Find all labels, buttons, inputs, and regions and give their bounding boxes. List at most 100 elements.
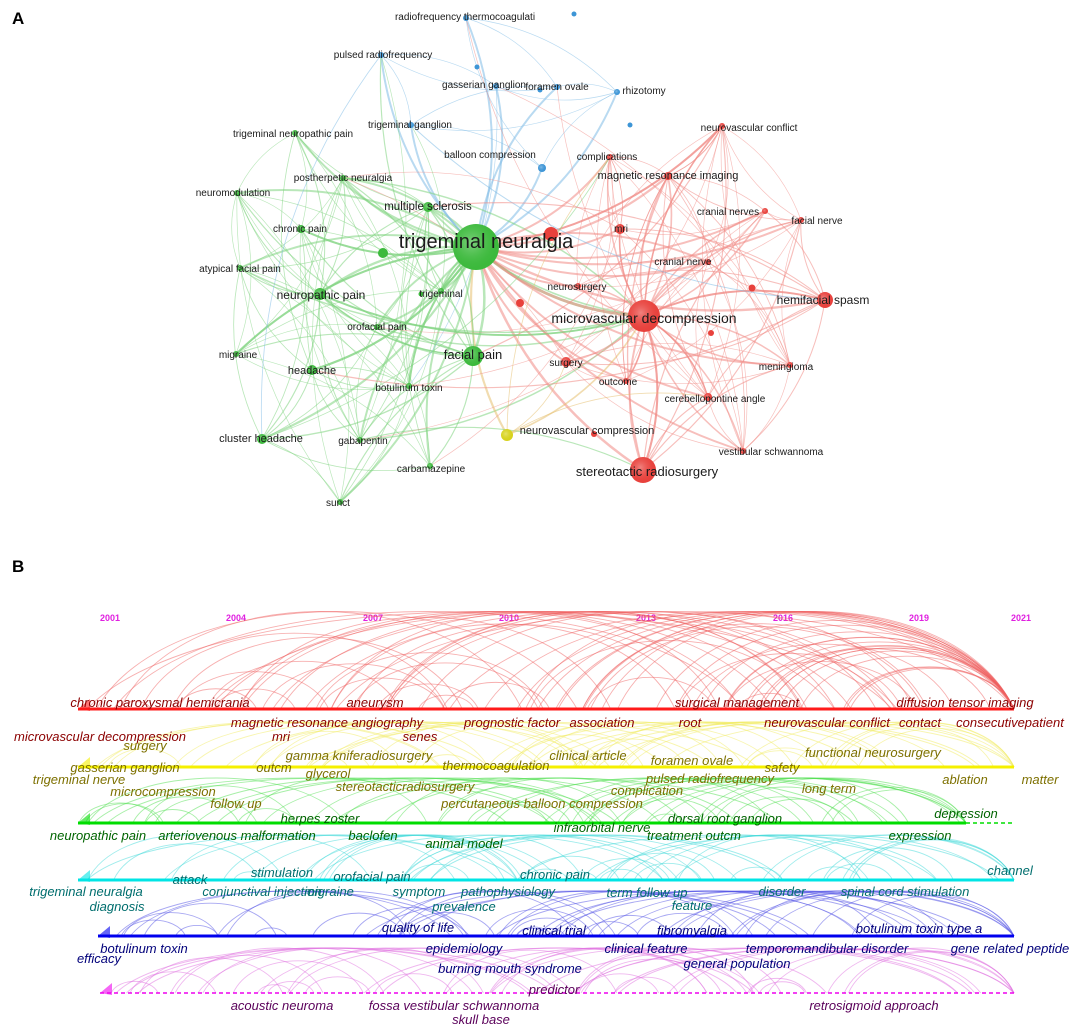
network-edge: [475, 246, 709, 398]
timeline-label-gamma-kniferadiosurgery: gamma kniferadiosurgery: [286, 748, 434, 763]
network-edge: [465, 17, 493, 248]
timeline-arc-red: [537, 611, 1015, 710]
network-edge: [380, 54, 558, 92]
timeline-arc-cyan: [608, 834, 870, 881]
node-shade-nvcf: [719, 123, 725, 129]
network-edge: [707, 261, 826, 301]
timeline-label-prognostic-factor: prognostic factor: [463, 715, 561, 730]
timeline-arc-blue: [811, 890, 1015, 937]
node-shade-sunct: [337, 499, 343, 505]
timeline-label-spinal-cord-stimulation: spinal cord stimulation: [841, 884, 970, 899]
timeline-arc-red: [236, 611, 742, 710]
timeline-label-percutaneous-balloon-compression: percutaneous balloon compression: [440, 796, 643, 811]
network-edge: [410, 124, 826, 301]
network-edge: [667, 175, 709, 263]
timeline-arc-cyan: [822, 847, 954, 881]
node-label-sunct: sunct: [326, 498, 350, 509]
timeline-arc-green: [78, 802, 161, 824]
timeline-arc-red: [417, 694, 475, 710]
timeline-label-matter: matter: [1022, 772, 1060, 787]
network-edge: [376, 206, 429, 328]
network-edge: [475, 246, 744, 452]
network-edge: [410, 91, 618, 132]
network-edge: [239, 267, 431, 467]
timeline-label-burning-mouth-syndrome: burning mouth syndrome: [438, 961, 582, 976]
network-edge: [425, 206, 442, 292]
network-edge: [410, 124, 543, 169]
timeline-arc-blue: [398, 912, 496, 937]
node-label-comp: complications: [577, 152, 638, 163]
year-tick-2007: 2007: [363, 613, 383, 623]
network-edge: [556, 86, 709, 398]
panel-b-label: B: [12, 557, 24, 576]
node-label-surg: surgery: [549, 358, 582, 369]
network-edge: [609, 156, 669, 177]
timeline-arc-magenta: [267, 981, 315, 994]
timeline-label-complication: complication: [611, 783, 683, 798]
timeline-arc-red: [382, 611, 804, 710]
network-edge: [475, 219, 802, 266]
timeline-arc-red: [113, 611, 743, 710]
network-edges: [231, 17, 826, 503]
network-edge: [359, 261, 709, 441]
timeline-arc-blue: [597, 890, 914, 937]
network-edge: [410, 124, 445, 292]
timeline-label-diffusion-tensor-imaging: diffusion tensor imaging: [896, 695, 1034, 710]
network-edge: [609, 156, 709, 398]
node-label-fo: foramen ovale: [525, 82, 589, 93]
timeline-label-mri: mri: [272, 729, 291, 744]
network-node-dot: [627, 122, 633, 128]
timeline-label-temporomandibular-disorder: temporomandibular disorder: [746, 941, 909, 956]
timeline-arc-magenta: [304, 976, 371, 994]
network-edge: [506, 361, 567, 436]
network-edge: [707, 261, 791, 366]
network-node-dot: [418, 291, 424, 297]
timeline-arc-blue: [398, 890, 811, 937]
network-edge: [261, 369, 313, 440]
panel-a-label: A: [12, 9, 24, 28]
node-shade-cp: [297, 225, 305, 233]
timeline-arc-magenta: [139, 957, 284, 994]
timeline-label-association: association: [569, 715, 634, 730]
timeline-arc-cyan: [606, 852, 716, 881]
timeline-arc-magenta: [170, 955, 324, 994]
timeline-arc-blue: [175, 924, 219, 937]
timeline-label-pathophysiology: pathophysiology: [460, 884, 556, 899]
node-label-tnp: trigeminal neuropathic pain: [233, 129, 353, 140]
timeline-arc-cyan: [762, 834, 1015, 881]
network-edge: [465, 17, 543, 169]
network-edge: [506, 392, 709, 436]
network-edge: [642, 219, 802, 471]
timeline-arc-magenta: [490, 947, 827, 994]
timeline-arc-red: [701, 631, 1015, 710]
timeline-arc-red: [376, 683, 479, 710]
network-edge: [299, 228, 361, 441]
network-edge: [379, 54, 474, 357]
timeline-arc-red: [177, 671, 330, 710]
timeline-arc-green: [622, 798, 721, 824]
network-edge: [475, 175, 669, 249]
network-edge: [359, 54, 407, 441]
network-edge: [294, 132, 442, 292]
timeline-arc-magenta: [759, 981, 806, 994]
network-edge: [565, 361, 791, 384]
timeline-lanes: [78, 699, 1014, 995]
node-shade-tnp: [292, 130, 298, 136]
timeline-arc-magenta: [259, 947, 559, 994]
node-shade-bc: [538, 164, 546, 172]
node-label-mvd: microvascular decompression: [551, 310, 736, 326]
network-edge: [342, 177, 410, 387]
timeline-arc-cyan: [412, 834, 738, 881]
timeline-arc-green: [712, 786, 859, 824]
timeline-arc-blue: [506, 890, 754, 937]
node-shade-gg: [493, 83, 499, 89]
timeline-arc-red: [330, 623, 676, 710]
node-shade-bt: [406, 383, 412, 389]
timeline-arc-green: [262, 777, 595, 824]
timeline-label-gene-related-peptide: gene related peptide: [951, 941, 1070, 956]
network-edge: [609, 156, 623, 230]
network-edge: [565, 156, 614, 363]
network-edge: [236, 192, 302, 230]
network-edge: [667, 175, 791, 366]
network-edge: [427, 206, 645, 317]
